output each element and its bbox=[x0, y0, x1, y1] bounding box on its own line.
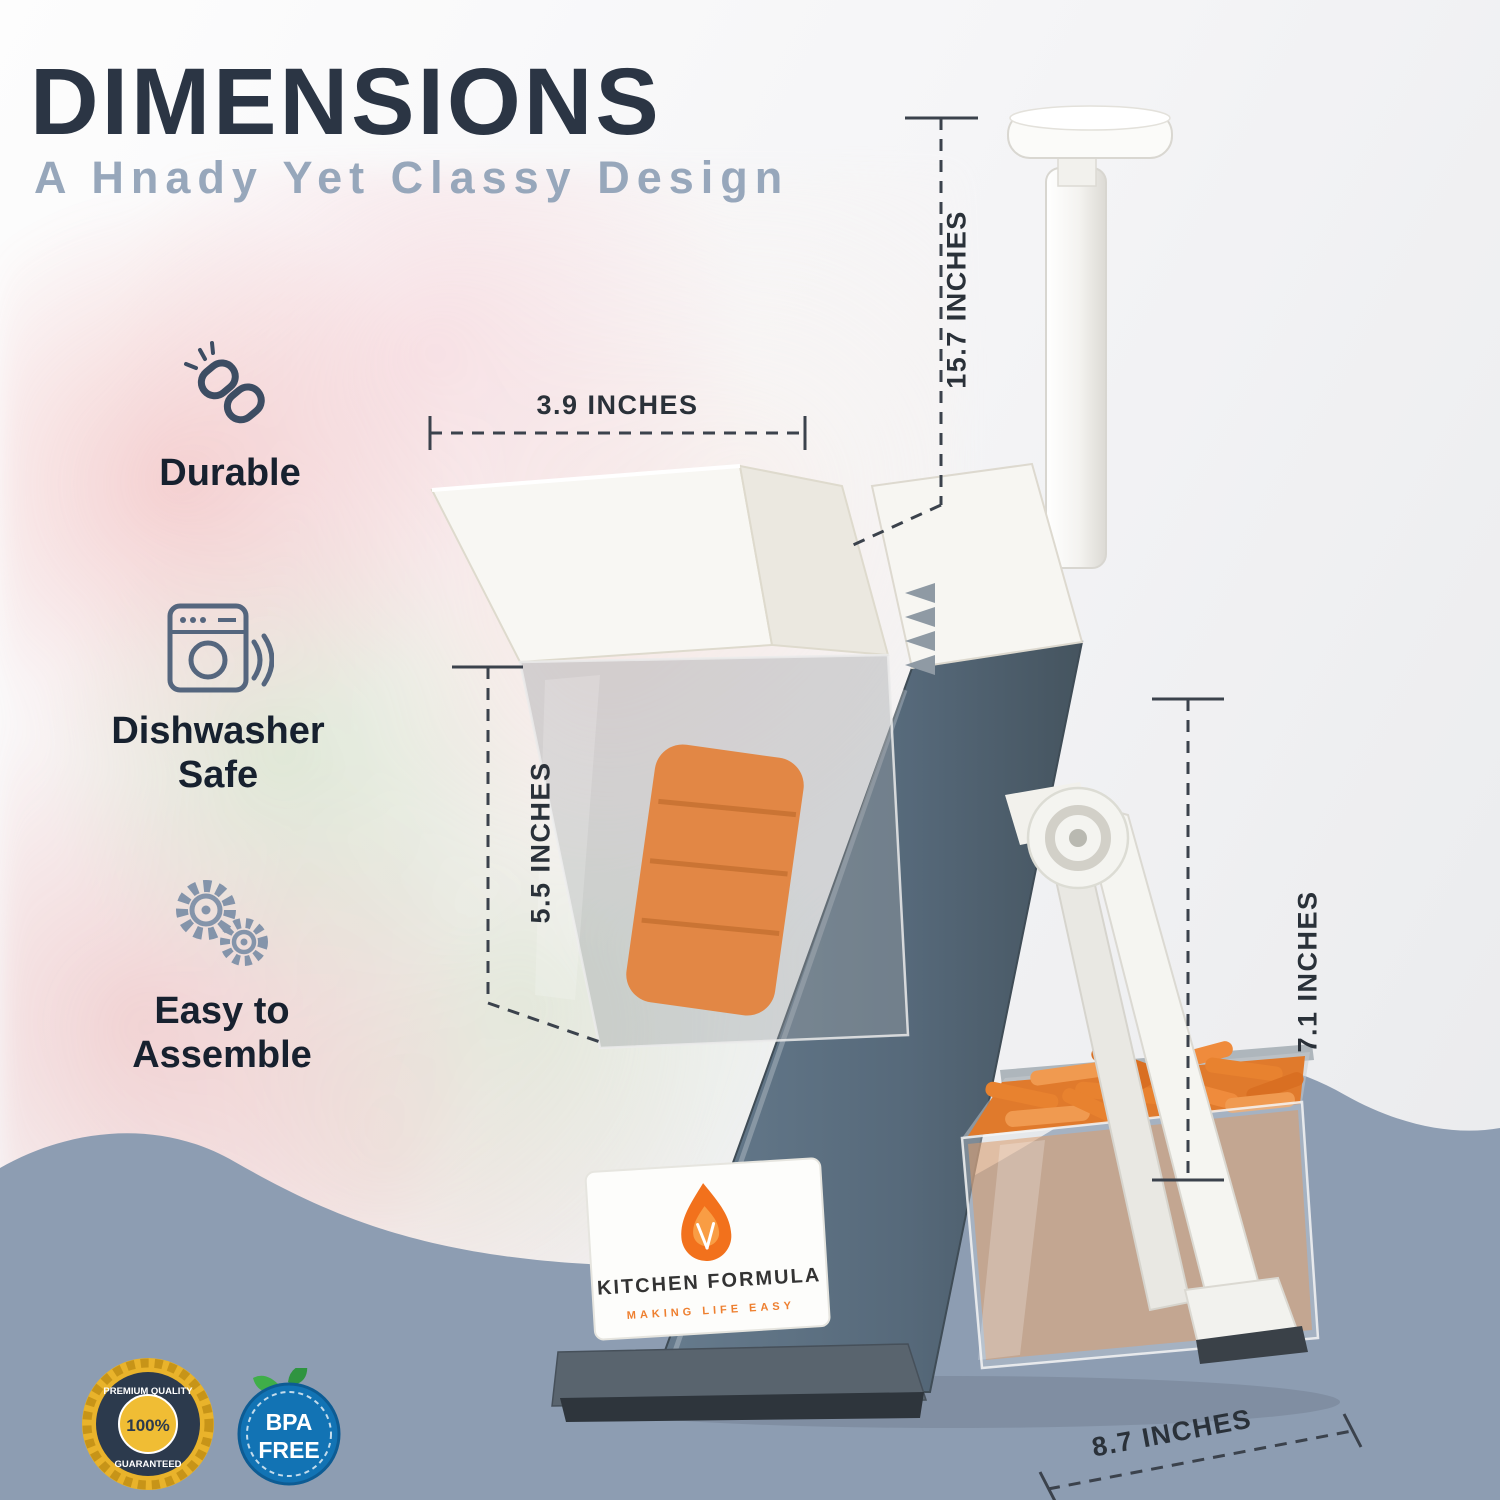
feature-easy-to-assemble: Easy to Assemble bbox=[82, 872, 362, 1077]
premium-badge-value: 100% bbox=[126, 1416, 169, 1435]
feed-chute bbox=[430, 464, 890, 664]
feature-dishwasher-safe: Dishwasher Safe bbox=[78, 600, 358, 797]
plunger-handle bbox=[1007, 105, 1173, 569]
page-subtitle: A Hnady Yet Classy Design bbox=[34, 152, 790, 203]
dishwasher-icon bbox=[167, 603, 275, 693]
pivot-knob bbox=[1005, 782, 1130, 890]
bpa-badge-line1: BPA bbox=[266, 1409, 313, 1435]
transparent-hopper bbox=[518, 653, 910, 1050]
carrot-in-hopper bbox=[626, 744, 804, 1016]
brand-label: KITCHEN FORMULA MAKING LIFE EASY bbox=[584, 1157, 831, 1341]
dim-line-hopper-height bbox=[486, 667, 601, 1044]
feature-durable: Durable bbox=[105, 338, 355, 495]
blade-teeth bbox=[905, 583, 935, 675]
premium-badge-bottom-text: GUARANTEED bbox=[114, 1459, 181, 1470]
folding-handle bbox=[1050, 800, 1308, 1364]
feature-label: Assemble bbox=[132, 1034, 312, 1076]
feature-label: Safe bbox=[177, 754, 259, 796]
feature-label: Easy to bbox=[154, 990, 290, 1032]
dim-line-total-height bbox=[852, 118, 943, 547]
dimension-handle-height: 7.1 INCHES bbox=[1292, 890, 1323, 1053]
chain-link-icon bbox=[183, 341, 265, 424]
dimension-chute-width: 3.9 INCHES bbox=[536, 390, 699, 420]
premium-badge-top-text: PREMIUM QUALITY bbox=[103, 1386, 193, 1397]
page-title: DIMENSIONS bbox=[30, 49, 662, 155]
gears-icon bbox=[176, 880, 268, 966]
dim-line-base-depth bbox=[1047, 1429, 1353, 1491]
feature-label: Durable bbox=[159, 452, 301, 494]
leaf-icon bbox=[288, 1368, 308, 1385]
bpa-badge-line2: FREE bbox=[258, 1437, 319, 1463]
bpa-free-badge: BPA FREE bbox=[237, 1368, 341, 1486]
premium-quality-badge: PREMIUM QUALITY 100% GUARANTEED bbox=[82, 1358, 214, 1490]
dimension-hopper-height: 5.5 INCHES bbox=[525, 761, 556, 924]
dimension-total-height: 15.7 INCHES bbox=[941, 210, 972, 389]
feature-label: Dishwasher bbox=[111, 710, 325, 752]
dimension-lines bbox=[428, 116, 1363, 1500]
base bbox=[551, 1343, 928, 1422]
flame-icon bbox=[681, 1183, 732, 1262]
